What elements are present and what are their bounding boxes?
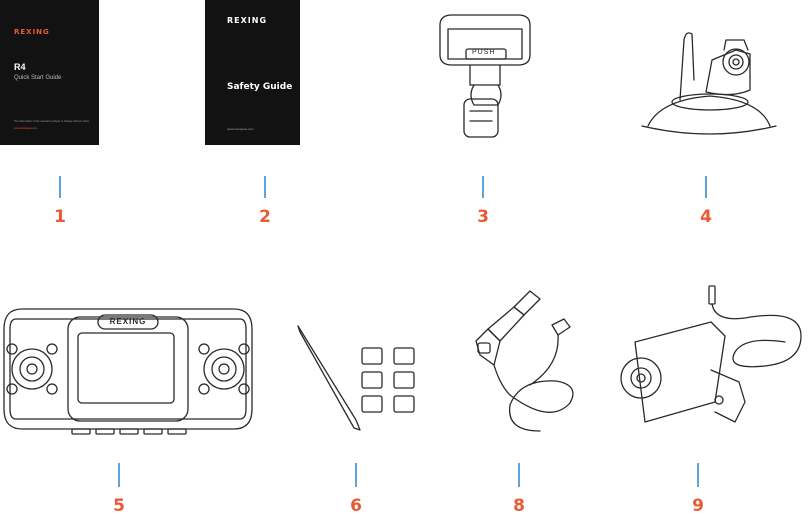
booklet-url: www.rexingusa.com [14, 127, 38, 130]
leader-line [705, 176, 707, 198]
booklet-title: Safety Guide [227, 82, 293, 92]
item-number-9: 9 [692, 496, 704, 516]
booklet-model-name: R4 [14, 62, 26, 72]
leader-line [697, 463, 699, 487]
pry-tool-and-clips-illustration [297, 325, 415, 431]
adhesive-mount-illustration [439, 14, 531, 138]
leader-line [482, 176, 484, 198]
safety-guide-booklet: REXING Safety Guide www.rexingusa.com [205, 0, 300, 145]
dash-cam-illustration [3, 308, 253, 435]
booklet-brand-logo: REXING [227, 16, 268, 25]
item-number-2: 2 [259, 207, 271, 227]
car-charger-illustration [475, 290, 574, 432]
item-number-4: 4 [700, 207, 712, 227]
leader-line [355, 463, 357, 487]
push-label: PUSH [472, 49, 496, 56]
leader-line [59, 176, 61, 198]
quick-start-guide-booklet: REXING R4 Quick Start Guide The informat… [0, 0, 99, 145]
dashcam-brand-logo: REXING [109, 317, 147, 326]
booklet-title: Quick Start Guide [14, 75, 62, 81]
leader-line [518, 463, 520, 487]
leader-line [118, 463, 120, 487]
booklet-fineprint: The information in this manual is subjec… [14, 120, 90, 123]
suction-mount-illustration [641, 32, 777, 135]
item-number-5: 5 [113, 496, 125, 516]
booklet-url: www.rexingusa.com [227, 127, 254, 131]
item-number-6: 6 [350, 496, 362, 516]
item-number-3: 3 [477, 207, 489, 227]
item-number-1: 1 [54, 207, 66, 227]
item-number-8: 8 [513, 496, 525, 516]
leader-line [264, 176, 266, 198]
rear-camera-illustration [620, 285, 802, 423]
booklet-brand-logo: REXING [14, 28, 50, 36]
